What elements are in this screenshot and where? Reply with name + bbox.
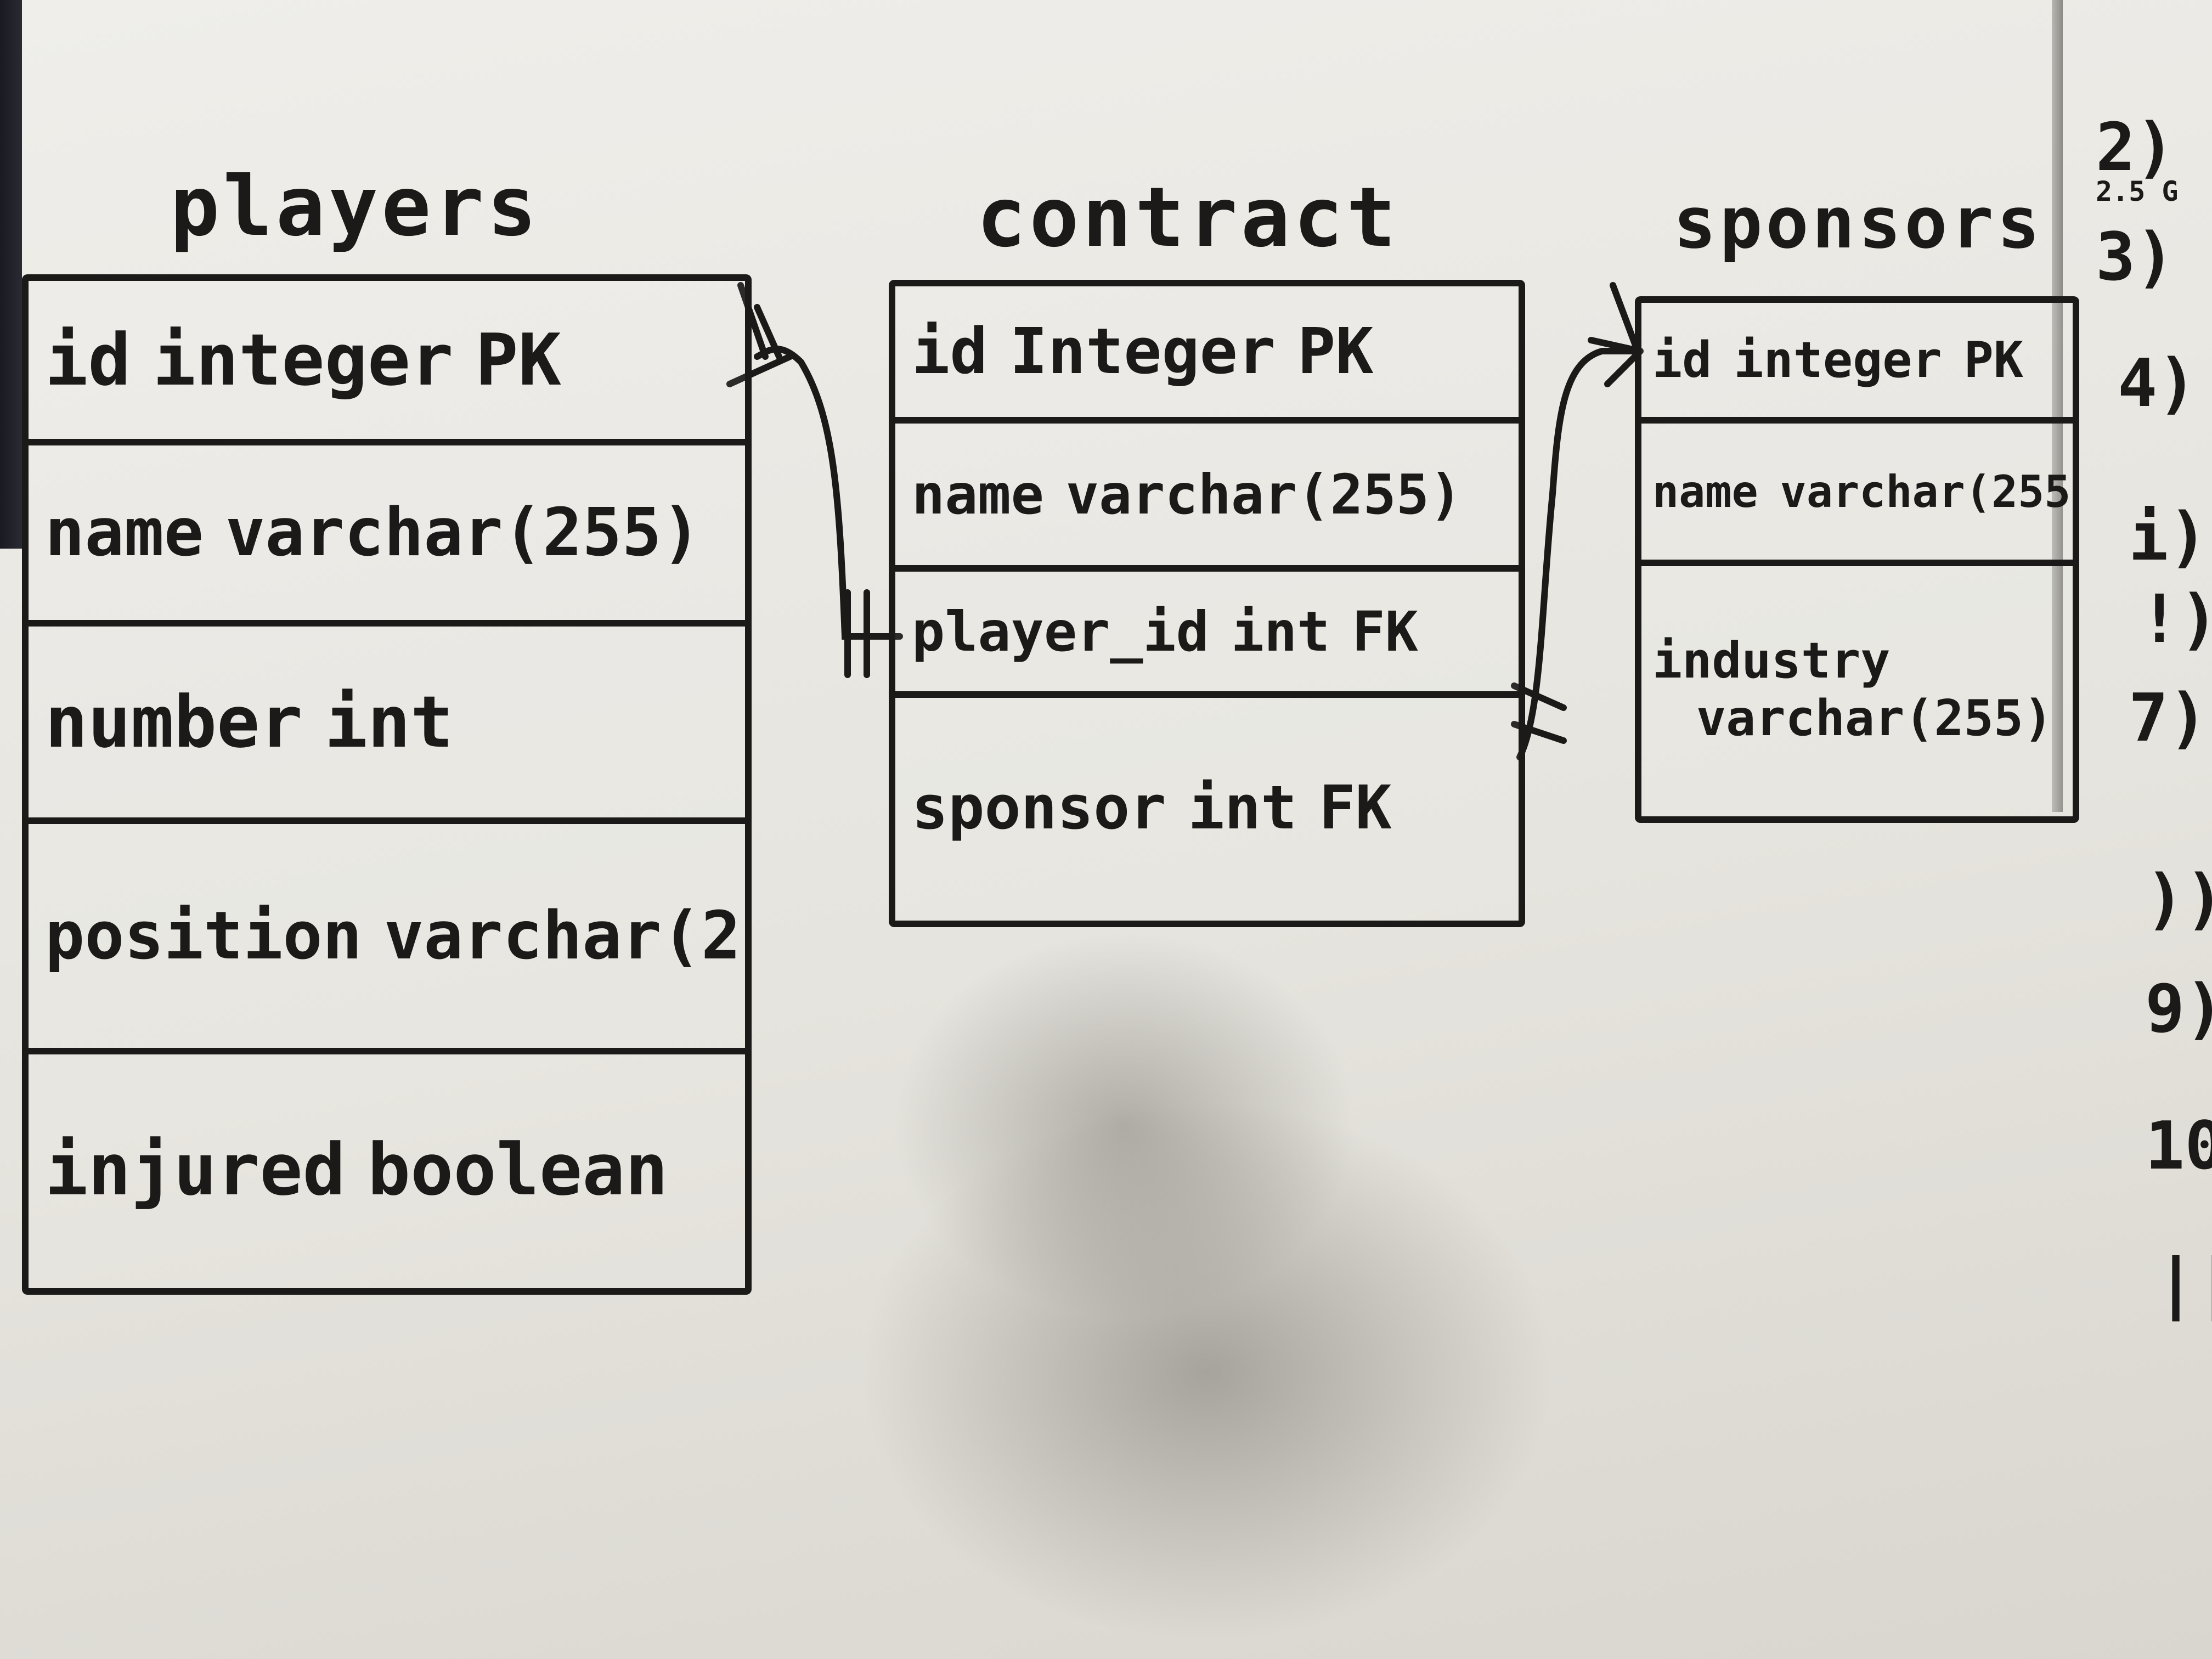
side-note-5: i) — [2129, 499, 2208, 575]
players-name-name: name — [45, 494, 204, 571]
players-row-position: position varchar(255) — [29, 824, 745, 1054]
sponsors-name-name: name — [1652, 466, 1758, 517]
sponsors-industry-name: industry — [1652, 632, 1891, 690]
relationship-line-sponsor — [1516, 348, 1638, 760]
players-row-id: id integer PK — [29, 281, 745, 445]
players-id-key: PK — [475, 318, 561, 402]
side-note-8: )) — [2145, 861, 2212, 938]
side-note-9: 9) — [2145, 971, 2212, 1047]
crowfoot-sponsors-id — [1588, 282, 1644, 387]
sponsors-row-industry: industry varchar(255) — [1641, 566, 2073, 813]
contract-sponsor-key: FK — [1319, 772, 1392, 843]
players-position-name: position — [45, 898, 362, 974]
contract-name-type: varchar(255) — [1065, 462, 1463, 527]
sponsors-id-name: id — [1652, 331, 1712, 389]
sponsors-name-type: varchar(255) — [1780, 466, 2073, 517]
contract-sponsor-name: sponsor — [912, 772, 1166, 843]
players-id-type: integer — [153, 318, 454, 402]
side-note-10: 10 — [2145, 1108, 2212, 1184]
contract-row-name: name varchar(255) — [895, 424, 1519, 572]
sponsors-row-name: name varchar(255) — [1641, 424, 2073, 566]
side-note-6: !) — [2140, 582, 2212, 658]
sponsors-title: sponsors — [1673, 181, 2044, 264]
players-injured-type: boolean — [367, 1128, 668, 1211]
contract-title: contract — [977, 170, 1400, 266]
side-note-7: 7) — [2129, 680, 2208, 757]
players-number-type: int — [324, 680, 454, 764]
players-row-name: name varchar(255) — [29, 445, 745, 627]
one-only-bar-contract-player — [844, 589, 870, 678]
whiteboard-frame-left — [0, 0, 22, 549]
players-injured-name: injured — [45, 1128, 346, 1211]
sponsors-id-key: PK — [1963, 331, 2024, 389]
players-row-number: number int — [29, 627, 745, 824]
side-note-3: 3) C — [2096, 219, 2212, 296]
side-note-2: 2.5 G — [2096, 176, 2179, 207]
contract-row-id: id Integer PK — [895, 286, 1519, 424]
players-number-name: number — [45, 680, 303, 764]
contract-row-sponsor: sponsor int FK — [895, 698, 1519, 917]
side-note-4: 4) E — [2118, 346, 2212, 422]
sponsors-id-type: integer — [1734, 331, 1942, 389]
contract-id-type: Integer — [1009, 315, 1276, 388]
players-title: players — [170, 159, 540, 255]
contract-player-id-type: int — [1231, 599, 1330, 664]
contract-name-name: name — [912, 462, 1044, 527]
sponsors-table: id integer PK name varchar(255) industry… — [1635, 296, 2079, 823]
players-position-type: varchar(255) — [383, 898, 745, 974]
side-note-11: || — [2156, 1245, 2212, 1322]
contract-player-id-name: player_id — [912, 599, 1209, 664]
players-row-injured: injured boolean — [29, 1054, 745, 1285]
side-note-1: 2) C — [2096, 110, 2212, 186]
players-id-name: id — [45, 318, 131, 402]
whiteboard-divider — [2052, 0, 2063, 812]
players-name-type: varchar(255) — [225, 494, 701, 571]
contract-id-name: id — [912, 315, 988, 388]
relationship-line-player — [754, 346, 903, 640]
contract-sponsor-type: int — [1188, 772, 1297, 843]
players-table: id integer PK name varchar(255) number i… — [22, 274, 752, 1295]
contract-id-key: PK — [1297, 315, 1374, 388]
sponsors-row-id: id integer PK — [1641, 303, 2073, 424]
crowfoot-players-id — [726, 282, 793, 387]
contract-player-id-key: FK — [1352, 599, 1418, 664]
contract-table: id Integer PK name varchar(255) player_i… — [889, 280, 1525, 927]
contract-row-player-id: player_id int FK — [895, 572, 1519, 698]
sponsors-industry-type: varchar(255) — [1696, 690, 2053, 747]
